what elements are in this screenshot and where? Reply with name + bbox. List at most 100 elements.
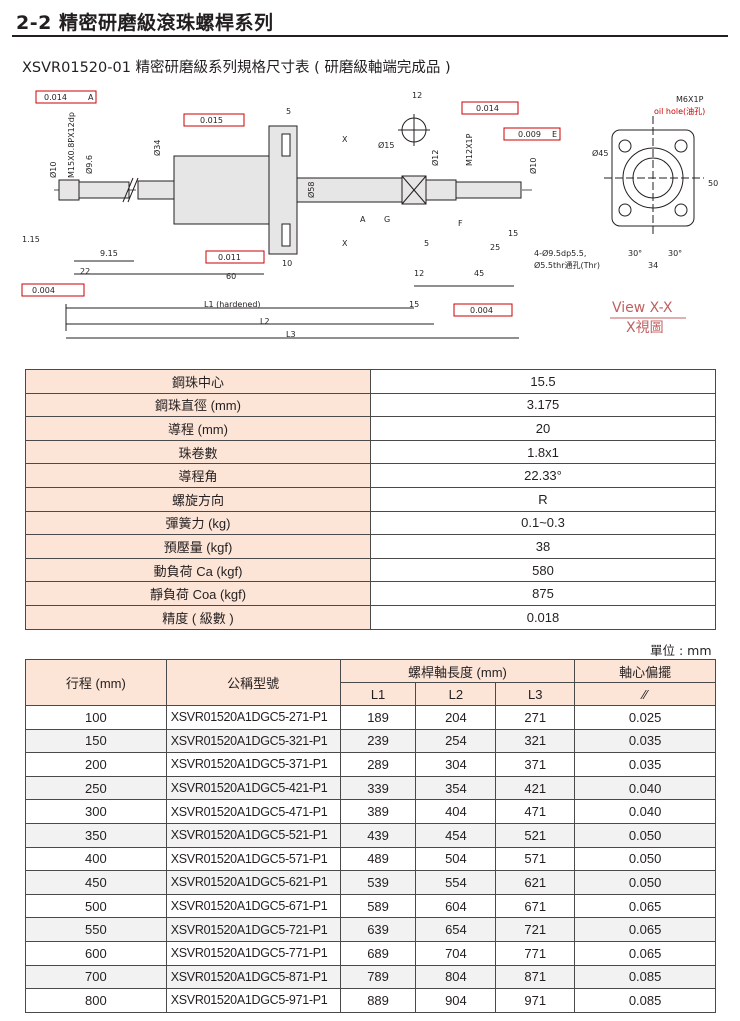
- dim-15b: 15: [409, 300, 419, 309]
- stroke-cell: 300: [25, 799, 167, 824]
- dim-58: Ø58: [306, 182, 316, 198]
- runout-cell: 0.065: [574, 940, 716, 966]
- dim-12-tol: 12: [412, 91, 422, 100]
- shaft-end-left: [58, 179, 80, 201]
- model-cell: XSVR01520A1DGC5-771-P1: [165, 940, 341, 966]
- stroke-cell: 500: [25, 893, 167, 919]
- spec-value: 15.5: [370, 369, 716, 394]
- header-l3: L3: [495, 682, 576, 706]
- title-rule: [12, 35, 728, 37]
- spec-label: 彈簧力 (kg): [25, 510, 371, 536]
- ballscrew-drawing: 0.014 A 0.015 0.014 0.009 E 0.011 0.004 …: [14, 86, 730, 356]
- l3-cell: 871: [495, 964, 576, 990]
- dim-m15: M15X0.8PX12dp: [67, 112, 76, 178]
- stroke-cell: 400: [25, 846, 167, 872]
- dim-15: 15: [508, 229, 518, 238]
- tol-frame-6: 0.004: [32, 286, 55, 295]
- stroke-cell: 200: [25, 752, 167, 777]
- spec-label: 導程 (mm): [25, 416, 371, 441]
- technical-drawing-svg: 0.014 A 0.015 0.014 0.009 E 0.011 0.004 …: [21, 90, 718, 339]
- l3-cell: 271: [495, 705, 576, 730]
- tol-frame-7: 0.004: [470, 306, 493, 315]
- dim-60: 60: [226, 272, 236, 281]
- l2-cell: 354: [415, 775, 497, 801]
- spec-row: 動負荷 Ca (kgf)580: [25, 557, 716, 583]
- spec-label: 精度 ( 級數 ): [25, 604, 371, 630]
- l3-cell: 971: [495, 988, 576, 1013]
- l3-cell: 321: [495, 728, 576, 754]
- runout-cell: 0.025: [574, 705, 716, 730]
- l3-cell: 471: [495, 799, 576, 824]
- l2-cell: 654: [415, 917, 497, 942]
- shaft-end-right: [455, 181, 522, 199]
- dim-915: 9.15: [100, 249, 118, 258]
- l3-cell: 371: [495, 752, 576, 777]
- datum-g-box: G: [384, 215, 390, 224]
- spec-label: 螺旋方向: [25, 486, 371, 512]
- m6-label: M6X1P: [676, 95, 704, 104]
- dim-50: 50: [708, 179, 718, 188]
- spec-row: 靜負荷 Coa (kgf)875: [25, 581, 716, 606]
- l1-cell: 539: [339, 870, 417, 895]
- l2-cell: 454: [415, 822, 497, 848]
- l1-cell: 489: [339, 846, 417, 872]
- runout-cell: 0.050: [574, 822, 716, 848]
- l2-cell: 804: [415, 964, 497, 990]
- angle-30b: 30°: [668, 249, 682, 258]
- datum-label-a: A: [88, 93, 94, 102]
- l1-cell: 789: [339, 964, 417, 990]
- model-cell: XSVR01520A1DGC5-621-P1: [165, 870, 341, 895]
- tol-frame-5: 0.011: [218, 253, 241, 262]
- dim-96: Ø9.6: [84, 155, 94, 174]
- dim-l1: L1 (hardened): [204, 300, 261, 309]
- l2-cell: 554: [415, 870, 497, 895]
- stroke-cell: 250: [25, 775, 167, 801]
- angle-30a: 30°: [628, 249, 642, 258]
- model-cell: XSVR01520A1DGC5-471-P1: [165, 799, 341, 824]
- dim-5: 5: [286, 107, 291, 116]
- stroke-cell: 800: [25, 988, 167, 1013]
- view-xx-cn: X視圖: [626, 320, 664, 336]
- model-cell: XSVR01520A1DGC5-971-P1: [165, 988, 341, 1013]
- spec-row: 導程 (mm)20: [25, 416, 716, 441]
- dim-45: 45: [474, 269, 484, 278]
- l1-cell: 389: [339, 799, 417, 824]
- page-title: 2-2 精密研磨級滾珠螺桿系列: [16, 12, 274, 34]
- model-cell: XSVR01520A1DGC5-521-P1: [165, 822, 341, 848]
- dim-15-dia: Ø15: [378, 140, 394, 150]
- model-cell: XSVR01520A1DGC5-571-P1: [165, 846, 341, 872]
- l2-cell: 304: [415, 752, 497, 777]
- header-stroke: 行程 (mm): [25, 659, 167, 706]
- l2-cell: 204: [415, 705, 497, 730]
- dim-34: Ø34: [152, 140, 162, 156]
- stroke-cell: 600: [25, 940, 167, 966]
- dim-l3: L3: [286, 330, 296, 339]
- l3-cell: 571: [495, 846, 576, 872]
- dim-12: 12: [414, 269, 424, 278]
- l2-cell: 604: [415, 893, 497, 919]
- l3-cell: 421: [495, 775, 576, 801]
- screw-shaft: [296, 177, 403, 203]
- page-subtitle: XSVR01520-01 精密研磨級系列規格尺寸表 ( 研磨級軸端完成品 ): [22, 60, 451, 76]
- l2-cell: 704: [415, 940, 497, 966]
- runout-cell: 0.040: [574, 775, 716, 801]
- datum-label-e: E: [552, 130, 557, 139]
- header-l2: L2: [415, 682, 497, 706]
- dim-115: 1.15: [22, 235, 40, 244]
- spec-value: 1.8x1: [370, 439, 716, 465]
- oil-hole-label: oil hole(油孔): [654, 106, 705, 116]
- l3-cell: 671: [495, 893, 576, 919]
- l2-cell: 254: [415, 728, 497, 754]
- model-cell: XSVR01520A1DGC5-721-P1: [165, 917, 341, 942]
- model-cell: XSVR01520A1DGC5-321-P1: [165, 728, 341, 754]
- tol-frame-1: 0.014: [44, 93, 67, 102]
- stroke-cell: 700: [25, 964, 167, 990]
- l3-cell: 771: [495, 940, 576, 966]
